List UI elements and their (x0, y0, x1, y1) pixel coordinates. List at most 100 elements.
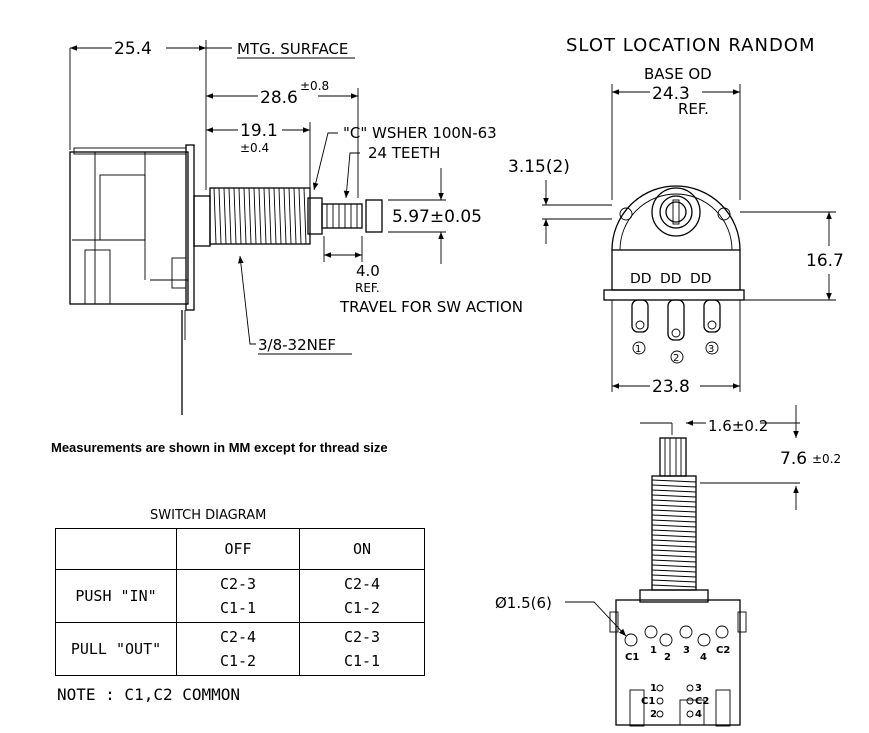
thread-line (651, 489, 697, 493)
dim-4-0-ref: REF. (355, 281, 380, 295)
thread-line (213, 187, 217, 245)
thread-line (651, 534, 697, 538)
thread-line (651, 514, 697, 518)
inner-label-1: 1 (650, 683, 657, 694)
thread-line (243, 187, 247, 245)
thread-line (238, 187, 242, 245)
cell-line: C2-4 (343, 575, 381, 593)
on-cell: C2-4 C1-2 (299, 569, 425, 623)
travel-label: TRAVEL FOR SW ACTION (339, 298, 523, 316)
lug-label-c2: C2 (716, 645, 730, 656)
thread-line (298, 187, 302, 245)
thread-line (651, 564, 697, 568)
thread-line (651, 574, 697, 578)
on-cell: C2-3 C1-1 (299, 622, 425, 676)
thread-line (651, 539, 697, 543)
shaft-bushing-front (651, 187, 701, 237)
lug-label-2: 2 (664, 652, 671, 663)
pot-body-side (69, 144, 211, 415)
dim-diameter: Ø1.5(6) (495, 594, 552, 612)
cell-line: C1-2 (219, 652, 257, 670)
row-label: PULL "OUT" (55, 622, 177, 676)
inner-label-4: 4 (695, 709, 702, 720)
thread-line (651, 579, 697, 583)
thread-line (223, 187, 227, 245)
pin-3-label: 3 (708, 344, 714, 355)
pin-1-label: 1 (635, 344, 641, 355)
thread-line (233, 187, 237, 245)
thread-line (253, 187, 257, 245)
shaft-front (665, 201, 687, 223)
thread-line (278, 187, 282, 245)
base-od-label: BASE OD (644, 65, 712, 83)
dim-16-7: 16.7 (806, 251, 844, 271)
cell-line: C2-3 (219, 575, 257, 593)
thread-line (651, 524, 697, 528)
inner-label-3: 3 (695, 683, 702, 694)
cell-line: C2-3 (343, 628, 381, 646)
lug-label-4: 4 (700, 652, 707, 663)
lug-label-1: 1 (650, 645, 657, 656)
row-label: PUSH "IN" (55, 569, 177, 623)
thread-line (651, 584, 697, 588)
thread-line (651, 569, 697, 573)
dim-19-1-tol: ±0.4 (240, 141, 269, 155)
header-blank (55, 528, 177, 570)
table-row: PULL "OUT" C2-4 C1-2 C2-3 C1-1 (55, 622, 425, 676)
dim-28-6: 28.6 (260, 88, 298, 108)
washer-label: "C" WSHER 100N-63 (343, 124, 497, 142)
slot-location-title: SLOT LOCATION RANDOM (566, 35, 816, 56)
table-header-row: OFF ON (55, 528, 425, 570)
thread-line (651, 509, 697, 513)
thread-line (651, 504, 697, 508)
teeth-label: 24 TEETH (368, 144, 440, 162)
header-on: ON (299, 528, 425, 570)
thread-line (651, 529, 697, 533)
terminals-front (631, 299, 721, 341)
dim-24-3-ref: REF. (678, 100, 709, 118)
bottom-view: 1.6±0.2 7.6 ±0.2 C1 1 2 3 4 C2 (495, 405, 841, 727)
thread-line (651, 484, 697, 488)
inner-label-2: 2 (650, 709, 657, 720)
pot-body-front (611, 185, 741, 251)
dim-23-8: 23.8 (652, 377, 690, 397)
thread-label: 3/8-32NEF (258, 336, 336, 354)
cell-line: C1-1 (343, 652, 381, 670)
common-note: NOTE : C1,C2 COMMON (57, 685, 241, 704)
lug-label-c1: C1 (625, 652, 639, 663)
thread-line (651, 479, 697, 483)
thread-line (288, 187, 292, 245)
cell-line: C1-1 (219, 599, 257, 617)
thread-line (651, 554, 697, 558)
dim-28-6-tol: ±0.8 (300, 79, 329, 93)
dim-25-4: 25.4 (114, 39, 152, 59)
dim-3-15: 3.15(2) (508, 157, 570, 177)
off-cell: C2-4 C1-2 (176, 622, 300, 676)
thread-line (258, 187, 262, 245)
off-cell: C2-3 C1-1 (176, 569, 300, 623)
thread-line (218, 187, 222, 245)
mtg-surface-label: MTG. SURFACE (237, 40, 348, 58)
thread-line (651, 559, 697, 563)
inner-label-c1: C1 (641, 696, 655, 707)
threaded-bushing (209, 187, 383, 245)
dim-5-97: 5.97±0.05 (392, 207, 482, 227)
dim-24-3: 24.3 (652, 84, 690, 104)
switch-diagram-table: OFF ON PUSH "IN" C2-3 C1-1 C2-4 C1-2 PUL… (55, 528, 425, 676)
dim-19-1: 19.1 (240, 121, 278, 141)
terminal-marks: ᗞᗞ ᗞᗞ ᗞᗞ (630, 271, 712, 287)
dim-1-6: 1.6±0.2 (708, 417, 768, 435)
pin-2-label: 2 (673, 353, 679, 364)
dim-4-0: 4.0 (356, 262, 380, 280)
side-view: 25.4 MTG. SURFACE 28.6 ±0.8 19.1 ±0.4 "C… (69, 39, 523, 415)
measurement-note: Measurements are shown in MM except for … (51, 440, 388, 455)
thread-line (273, 187, 277, 245)
thread-line (293, 187, 297, 245)
inner-label-c2: C2 (695, 696, 709, 707)
table-row: PUSH "IN" C2-3 C1-1 C2-4 C1-2 (55, 569, 425, 623)
switch-diagram-title: SWITCH DIAGRAM (150, 508, 267, 523)
header-off: OFF (176, 528, 300, 570)
cell-line: C1-2 (343, 599, 381, 617)
dim-7-6-tol: ±0.2 (812, 452, 841, 466)
